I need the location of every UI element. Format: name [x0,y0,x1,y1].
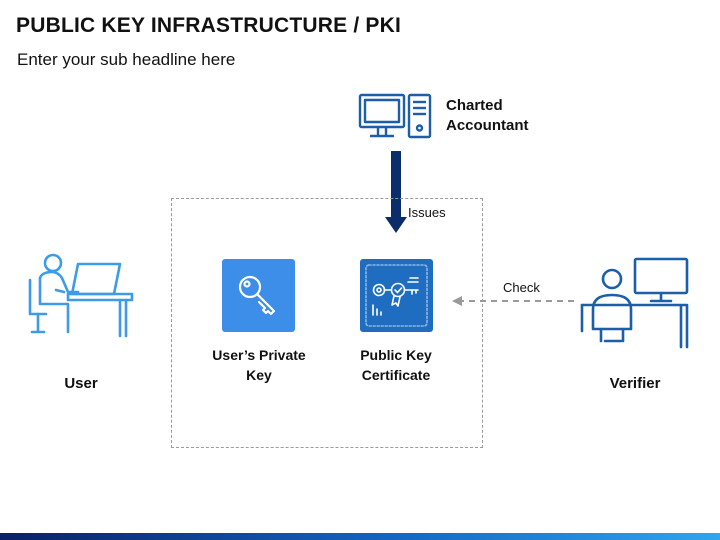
check-arrow [452,294,576,308]
ca-label-line2: Accountant [446,117,529,134]
ca-label: Charted Accountant [446,96,529,136]
computer-workstation-icon [358,93,434,141]
certificate-label-line2: Certificate [361,367,431,383]
page-subtitle: Enter your sub headline here [17,50,236,69]
issues-arrow [385,151,407,234]
pki-boundary-box [171,198,483,448]
person-at-monitor-desk-icon [579,257,691,349]
verifier-label: Verifier [609,375,661,392]
check-label: Check [503,280,540,295]
ca-label-line1: Charted [446,97,503,114]
private-key-tile [222,259,295,332]
key-certificate-icon [365,264,428,327]
private-key-label-line1: User’s Private [212,347,306,363]
user-label: User [64,375,98,392]
footer-bar [0,533,720,540]
key-icon [238,275,276,316]
person-at-laptop-desk-icon [28,252,134,338]
certificate-label: Public Key Certificate [340,345,452,385]
page-title: PUBLIC KEY INFRASTRUCTURE / PKI [16,14,401,37]
issues-label: Issues [408,205,446,220]
certificate-label-line1: Public Key [360,347,432,363]
certificate-tile [360,259,433,332]
private-key-label-line2: Key [246,367,272,383]
private-key-label: User’s Private Key [200,345,318,385]
